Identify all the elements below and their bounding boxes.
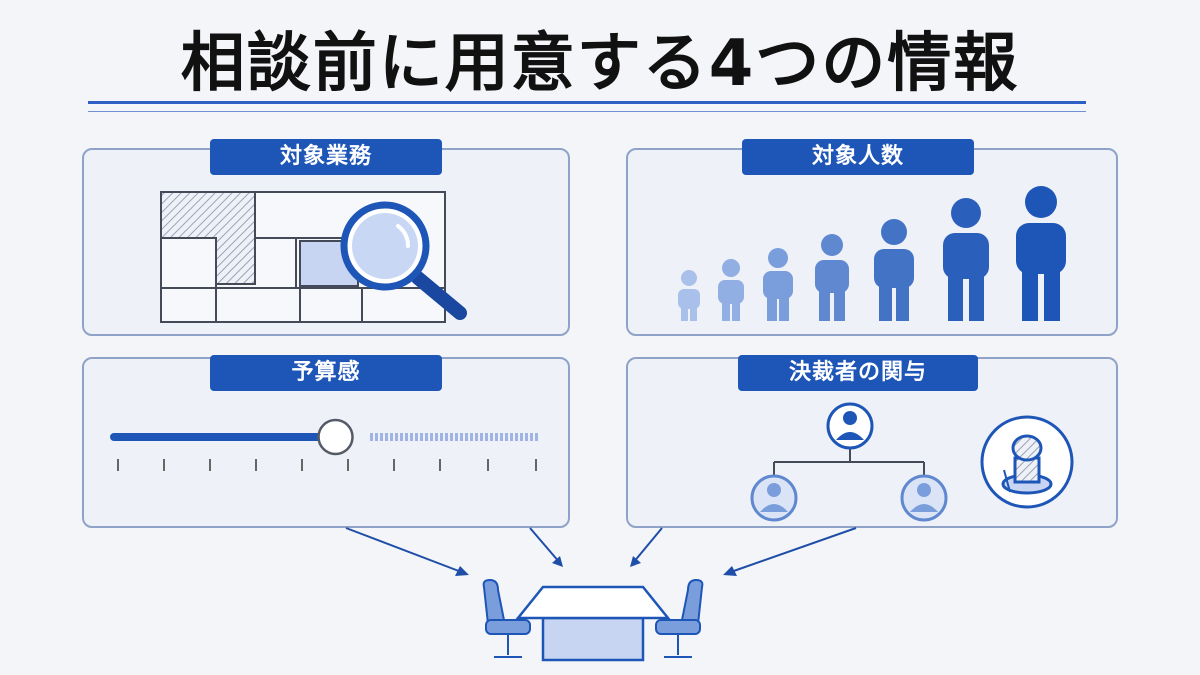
people-icon-5 bbox=[874, 219, 914, 321]
org-chart bbox=[750, 402, 948, 522]
people-icon-3 bbox=[763, 248, 793, 321]
badge-approver: 決裁者の関与 bbox=[738, 355, 978, 391]
badge-scope: 対象業務 bbox=[210, 139, 442, 175]
badge-budget: 予算感 bbox=[210, 355, 442, 391]
meeting-table-icon bbox=[515, 585, 671, 662]
chair-right-icon bbox=[655, 578, 704, 658]
chair-left-icon bbox=[482, 578, 531, 658]
people-icon-6 bbox=[943, 198, 989, 321]
people-icon-7 bbox=[1016, 186, 1066, 321]
page-title: 相談前に用意する4つの情報 bbox=[180, 27, 1020, 101]
approver-avatar-icon bbox=[826, 402, 874, 450]
member-avatar-right-icon bbox=[900, 474, 948, 522]
approval-stamp-icon bbox=[980, 415, 1074, 509]
people-icon-1 bbox=[678, 270, 700, 321]
arrowheads bbox=[455, 556, 737, 576]
title-underline bbox=[88, 101, 1086, 104]
badge-headcount: 対象人数 bbox=[742, 139, 974, 175]
member-avatar-left-icon bbox=[750, 474, 798, 522]
budget-slider bbox=[110, 418, 540, 471]
flow-arrows bbox=[345, 527, 857, 574]
magnifier-icon bbox=[340, 201, 467, 320]
slider-ticks bbox=[117, 459, 537, 471]
people-icon-4 bbox=[815, 234, 849, 321]
people-icon-2 bbox=[718, 259, 744, 321]
slider-knob bbox=[317, 418, 354, 456]
title-underline-thin bbox=[88, 111, 1086, 112]
